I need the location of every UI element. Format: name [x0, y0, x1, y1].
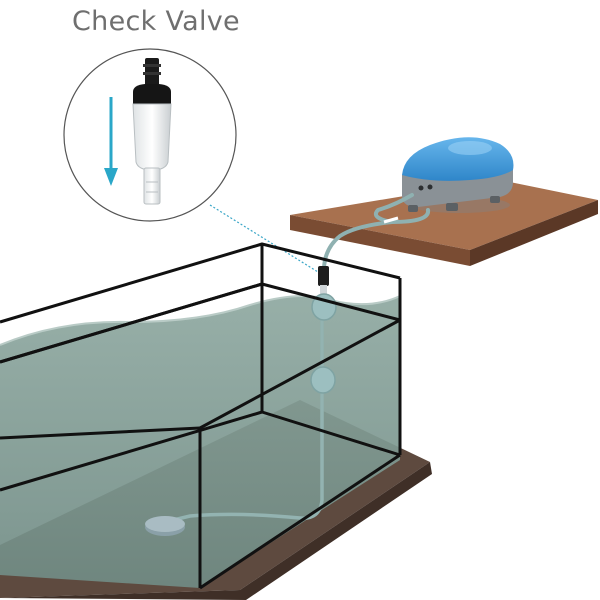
pump-outlet-icon: [427, 184, 433, 190]
pump-outlet-icon: [418, 185, 424, 191]
callout-leader-line: [209, 204, 319, 273]
air-stone-icon: [145, 516, 185, 536]
tube-connector: [383, 216, 399, 224]
check-valve-icon: [132, 58, 172, 205]
inline-check-valve-icon: [318, 266, 329, 295]
air-pump-icon: [402, 137, 514, 213]
aquarium-tank-icon: [0, 242, 402, 590]
pump-shelf: [290, 180, 598, 266]
flow-arrow-head-icon: [104, 168, 118, 186]
suction-cup-icon: [310, 366, 336, 394]
check-valve-callout: [63, 48, 237, 222]
check-valve-label: Check Valve: [72, 6, 240, 37]
